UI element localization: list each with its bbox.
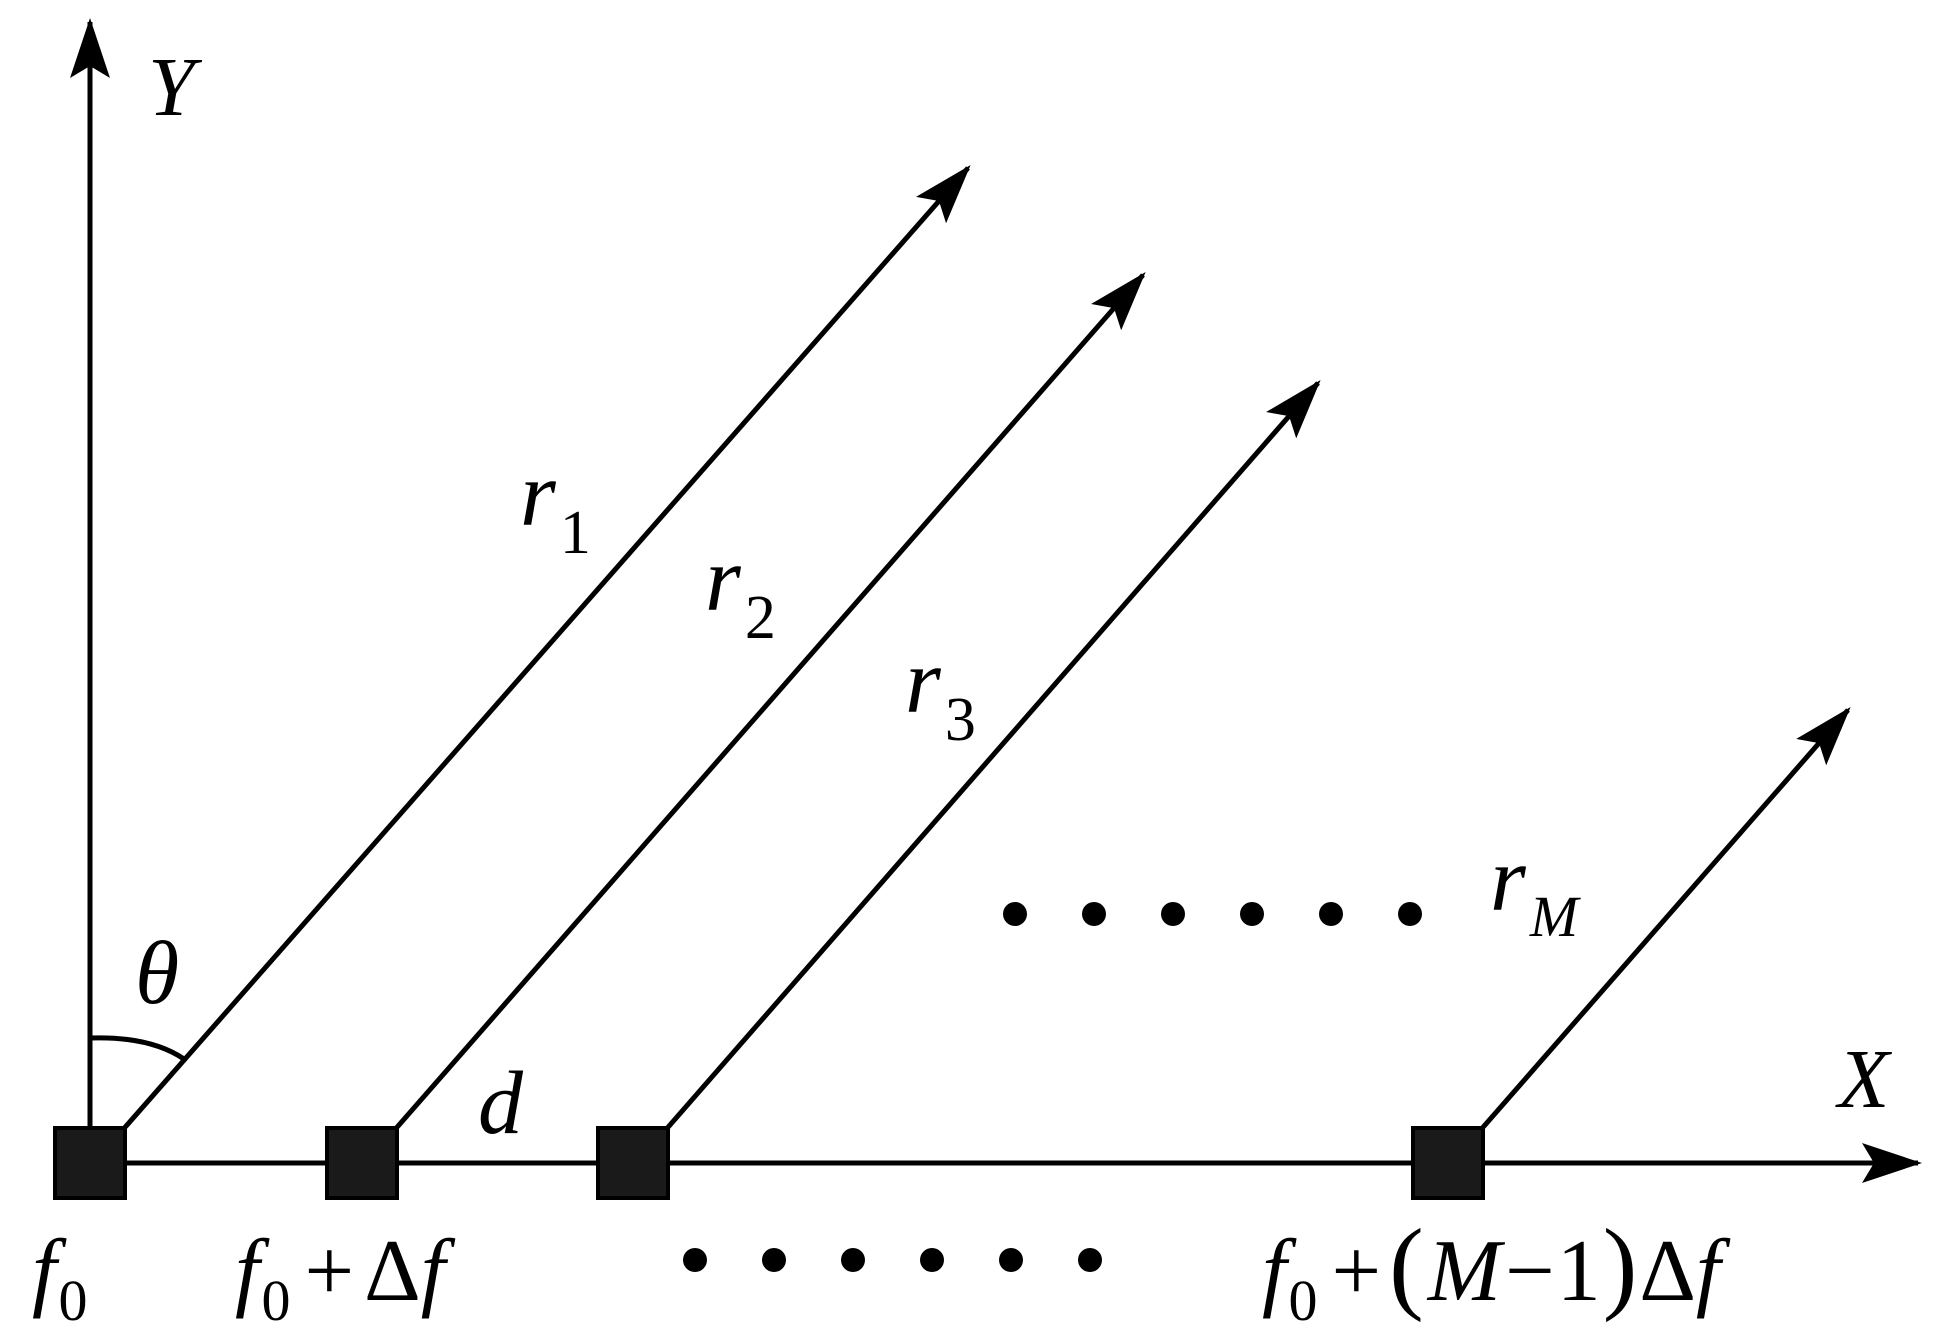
theta-label: θ xyxy=(135,924,179,1023)
spacing-label: d xyxy=(478,1054,524,1153)
ray-r2 xyxy=(390,271,1146,1135)
array-element-1 xyxy=(53,1126,127,1200)
freq-close-paren: ) xyxy=(1603,1208,1638,1323)
range-label-r1: r1 xyxy=(520,443,591,567)
freq-m: M xyxy=(1426,1223,1506,1320)
theta-arc xyxy=(89,1035,186,1062)
range-base: r xyxy=(705,528,742,630)
ellipsis-upper xyxy=(1003,902,1422,926)
ellipsis-lower xyxy=(683,1248,1102,1272)
freq-delta: Δ xyxy=(364,1223,421,1320)
frequency-label-fM: f0+(M−1)Δf xyxy=(1262,1208,1731,1332)
range-label-r3: r3 xyxy=(905,630,976,754)
array-element-2 xyxy=(325,1126,399,1200)
range-subscript: 1 xyxy=(560,499,591,567)
freq-delta: Δ xyxy=(1639,1223,1696,1320)
range-base: r xyxy=(905,630,942,732)
ray-rM xyxy=(1476,706,1851,1135)
range-label-r2: r2 xyxy=(705,528,776,652)
range-base: r xyxy=(520,443,557,545)
freq-subscript: 0 xyxy=(58,1268,87,1332)
frequency-label-f0: f0 xyxy=(32,1223,87,1332)
range-base: r xyxy=(1490,828,1527,930)
range-subscript: 3 xyxy=(945,686,976,754)
freq-plus: + xyxy=(1331,1223,1381,1320)
y-axis-label: Y xyxy=(148,41,203,134)
freq-subscript: 0 xyxy=(261,1268,290,1332)
x-axis-label: X xyxy=(1835,1033,1893,1126)
array-element-M xyxy=(1411,1126,1485,1200)
freq-plus: + xyxy=(304,1223,354,1320)
ray-r3 xyxy=(661,379,1321,1135)
range-subscript: M xyxy=(1529,884,1581,949)
freq-var: f xyxy=(1696,1223,1731,1320)
freq-subscript: 0 xyxy=(1288,1268,1317,1332)
array-element-3 xyxy=(596,1126,670,1200)
freq-var: f xyxy=(421,1223,456,1320)
frequency-label-f1: f0+Δf xyxy=(235,1223,456,1332)
freq-open-paren: ( xyxy=(1389,1208,1424,1323)
freq-one: 1 xyxy=(1557,1223,1601,1320)
range-label-rM: rM xyxy=(1490,828,1581,949)
freq-minus: − xyxy=(1505,1223,1555,1320)
ray-r1 xyxy=(118,164,971,1135)
range-subscript: 2 xyxy=(745,584,776,652)
